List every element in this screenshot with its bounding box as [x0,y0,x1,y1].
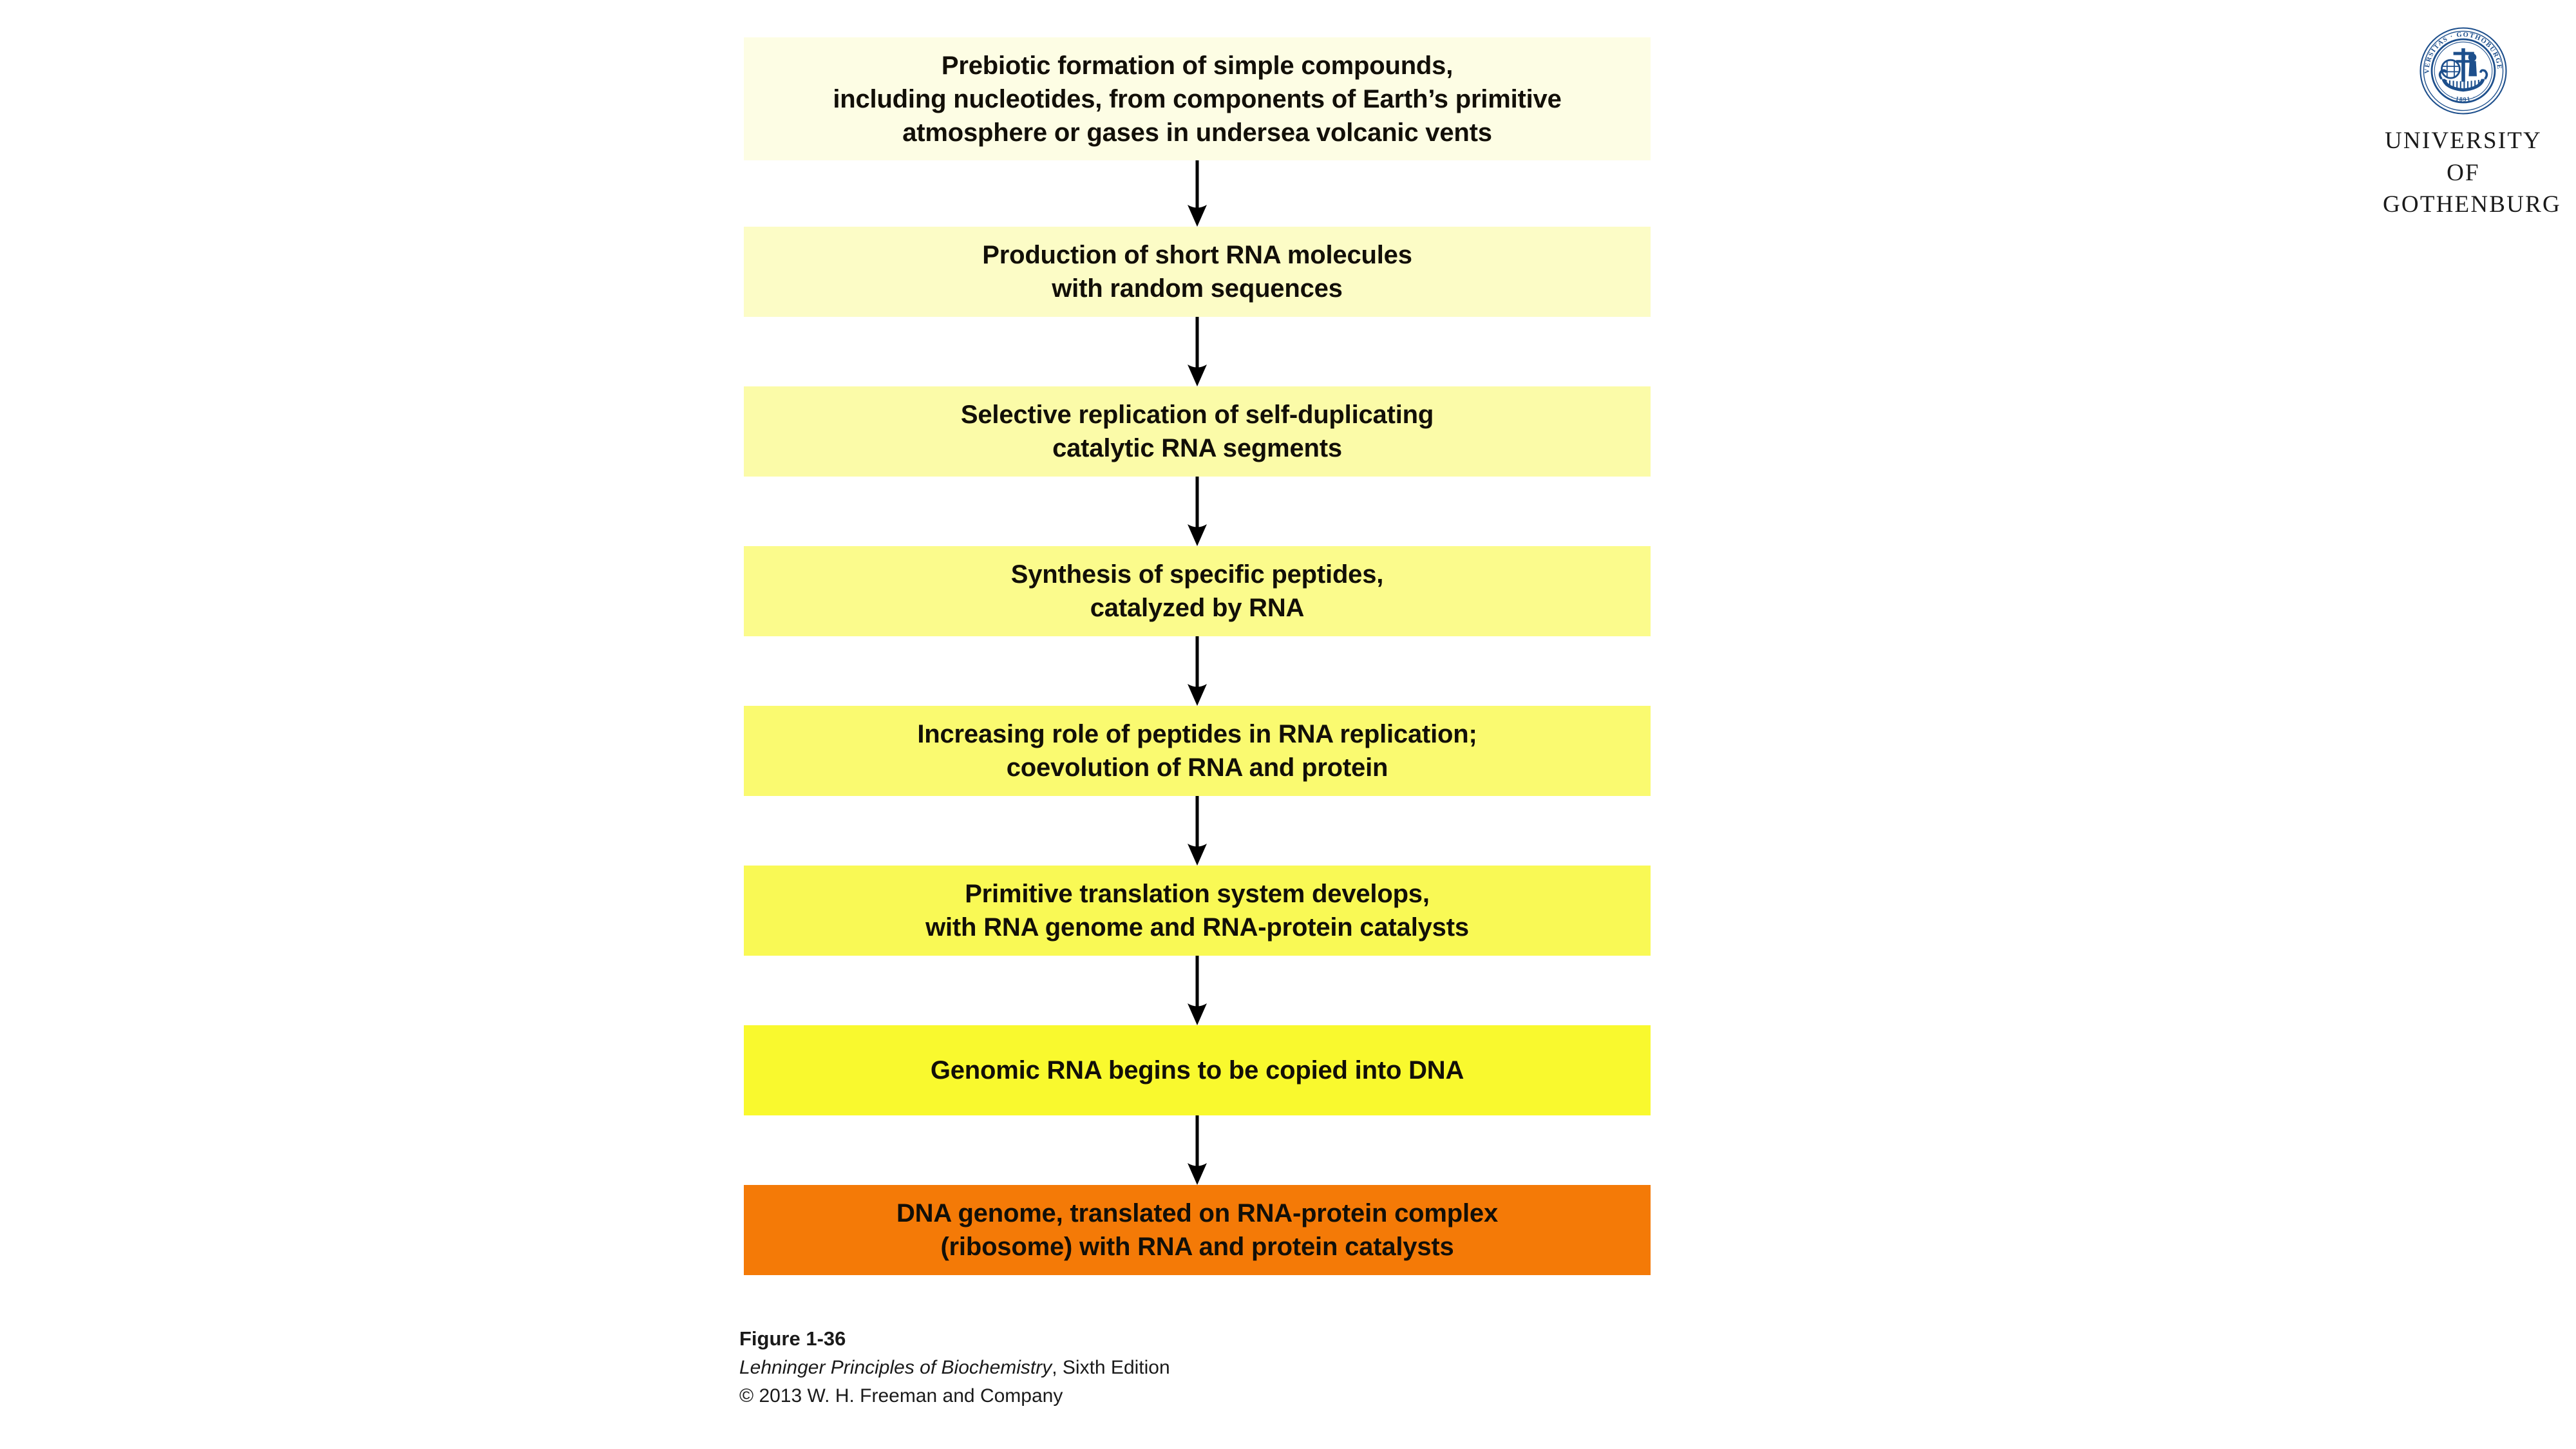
flow-step-8: DNA genome, translated on RNA-protein co… [744,1185,1651,1275]
flow-connector-7 [744,1115,1651,1185]
flow-step-7: Genomic RNA begins to be copied into DNA [744,1025,1651,1115]
flow-step-7-label: Genomic RNA begins to be copied into DNA [930,1056,1464,1084]
flow-connector-6 [744,956,1651,1025]
down-arrow-icon [1188,160,1207,227]
figure-copyright: © 2013 W. H. Freeman and Company [739,1385,1063,1407]
flow-connector-5 [744,796,1651,866]
flow-step-2-label: Production of short RNA molecules with r… [982,241,1412,303]
flow-connector-2 [744,317,1651,386]
origin-of-life-flowchart: Prebiotic formation of simple compounds,… [744,37,1651,1275]
source-edition: , Sixth Edition [1052,1356,1170,1378]
down-arrow-icon [1188,317,1207,386]
flow-step-6-label: Primitive translation system develops, w… [925,880,1469,942]
svg-text:UNIVERSITAS · GOTHOBURGENSIS: UNIVERSITAS · GOTHOBURGENSIS [2418,26,2503,73]
figure-number: Figure 1-36 [739,1327,846,1350]
down-arrow-icon [1188,1115,1207,1185]
flow-connector-1 [744,160,1651,227]
down-arrow-icon [1188,956,1207,1025]
flow-step-3-label: Selective replication of self-duplicatin… [960,401,1434,462]
down-arrow-icon [1188,636,1207,706]
flow-step-4-label: Synthesis of specific peptides, catalyze… [1010,560,1384,622]
figure-caption: Figure 1-36 Lehninger Principles of Bioc… [739,1324,1170,1411]
flow-step-5: Increasing role of peptides in RNA repli… [744,706,1651,796]
down-arrow-icon [1188,796,1207,866]
flow-step-8-label: DNA genome, translated on RNA-protein co… [896,1199,1499,1261]
flow-step-1-label: Prebiotic formation of simple compounds,… [833,51,1562,147]
source-book-title: Lehninger Principles of Biochemistry [739,1356,1052,1378]
flow-connector-4 [744,636,1651,706]
flow-connector-3 [744,477,1651,546]
flow-step-2: Production of short RNA molecules with r… [744,227,1651,317]
flow-step-5-label: Increasing role of peptides in RNA repli… [917,720,1477,782]
university-seal-icon: UNIVERSITAS · GOTHOBURGENSIS · 1891 · [2418,26,2507,115]
university-logo-block: UNIVERSITAS · GOTHOBURGENSIS · 1891 · UN… [2383,26,2561,221]
flow-step-6: Primitive translation system develops, w… [744,866,1651,956]
svg-text:· 1891 ·: · 1891 · [2449,94,2477,104]
flow-step-3: Selective replication of self-duplicatin… [744,386,1651,477]
flow-step-4: Synthesis of specific peptides, catalyze… [744,546,1651,636]
flow-step-1: Prebiotic formation of simple compounds,… [744,37,1651,160]
university-wordmark: UNIVERSITY OF GOTHENBURG [2383,128,2561,218]
figure-source: Lehninger Principles of Biochemistry, Si… [739,1354,1170,1382]
down-arrow-icon [1188,477,1207,546]
